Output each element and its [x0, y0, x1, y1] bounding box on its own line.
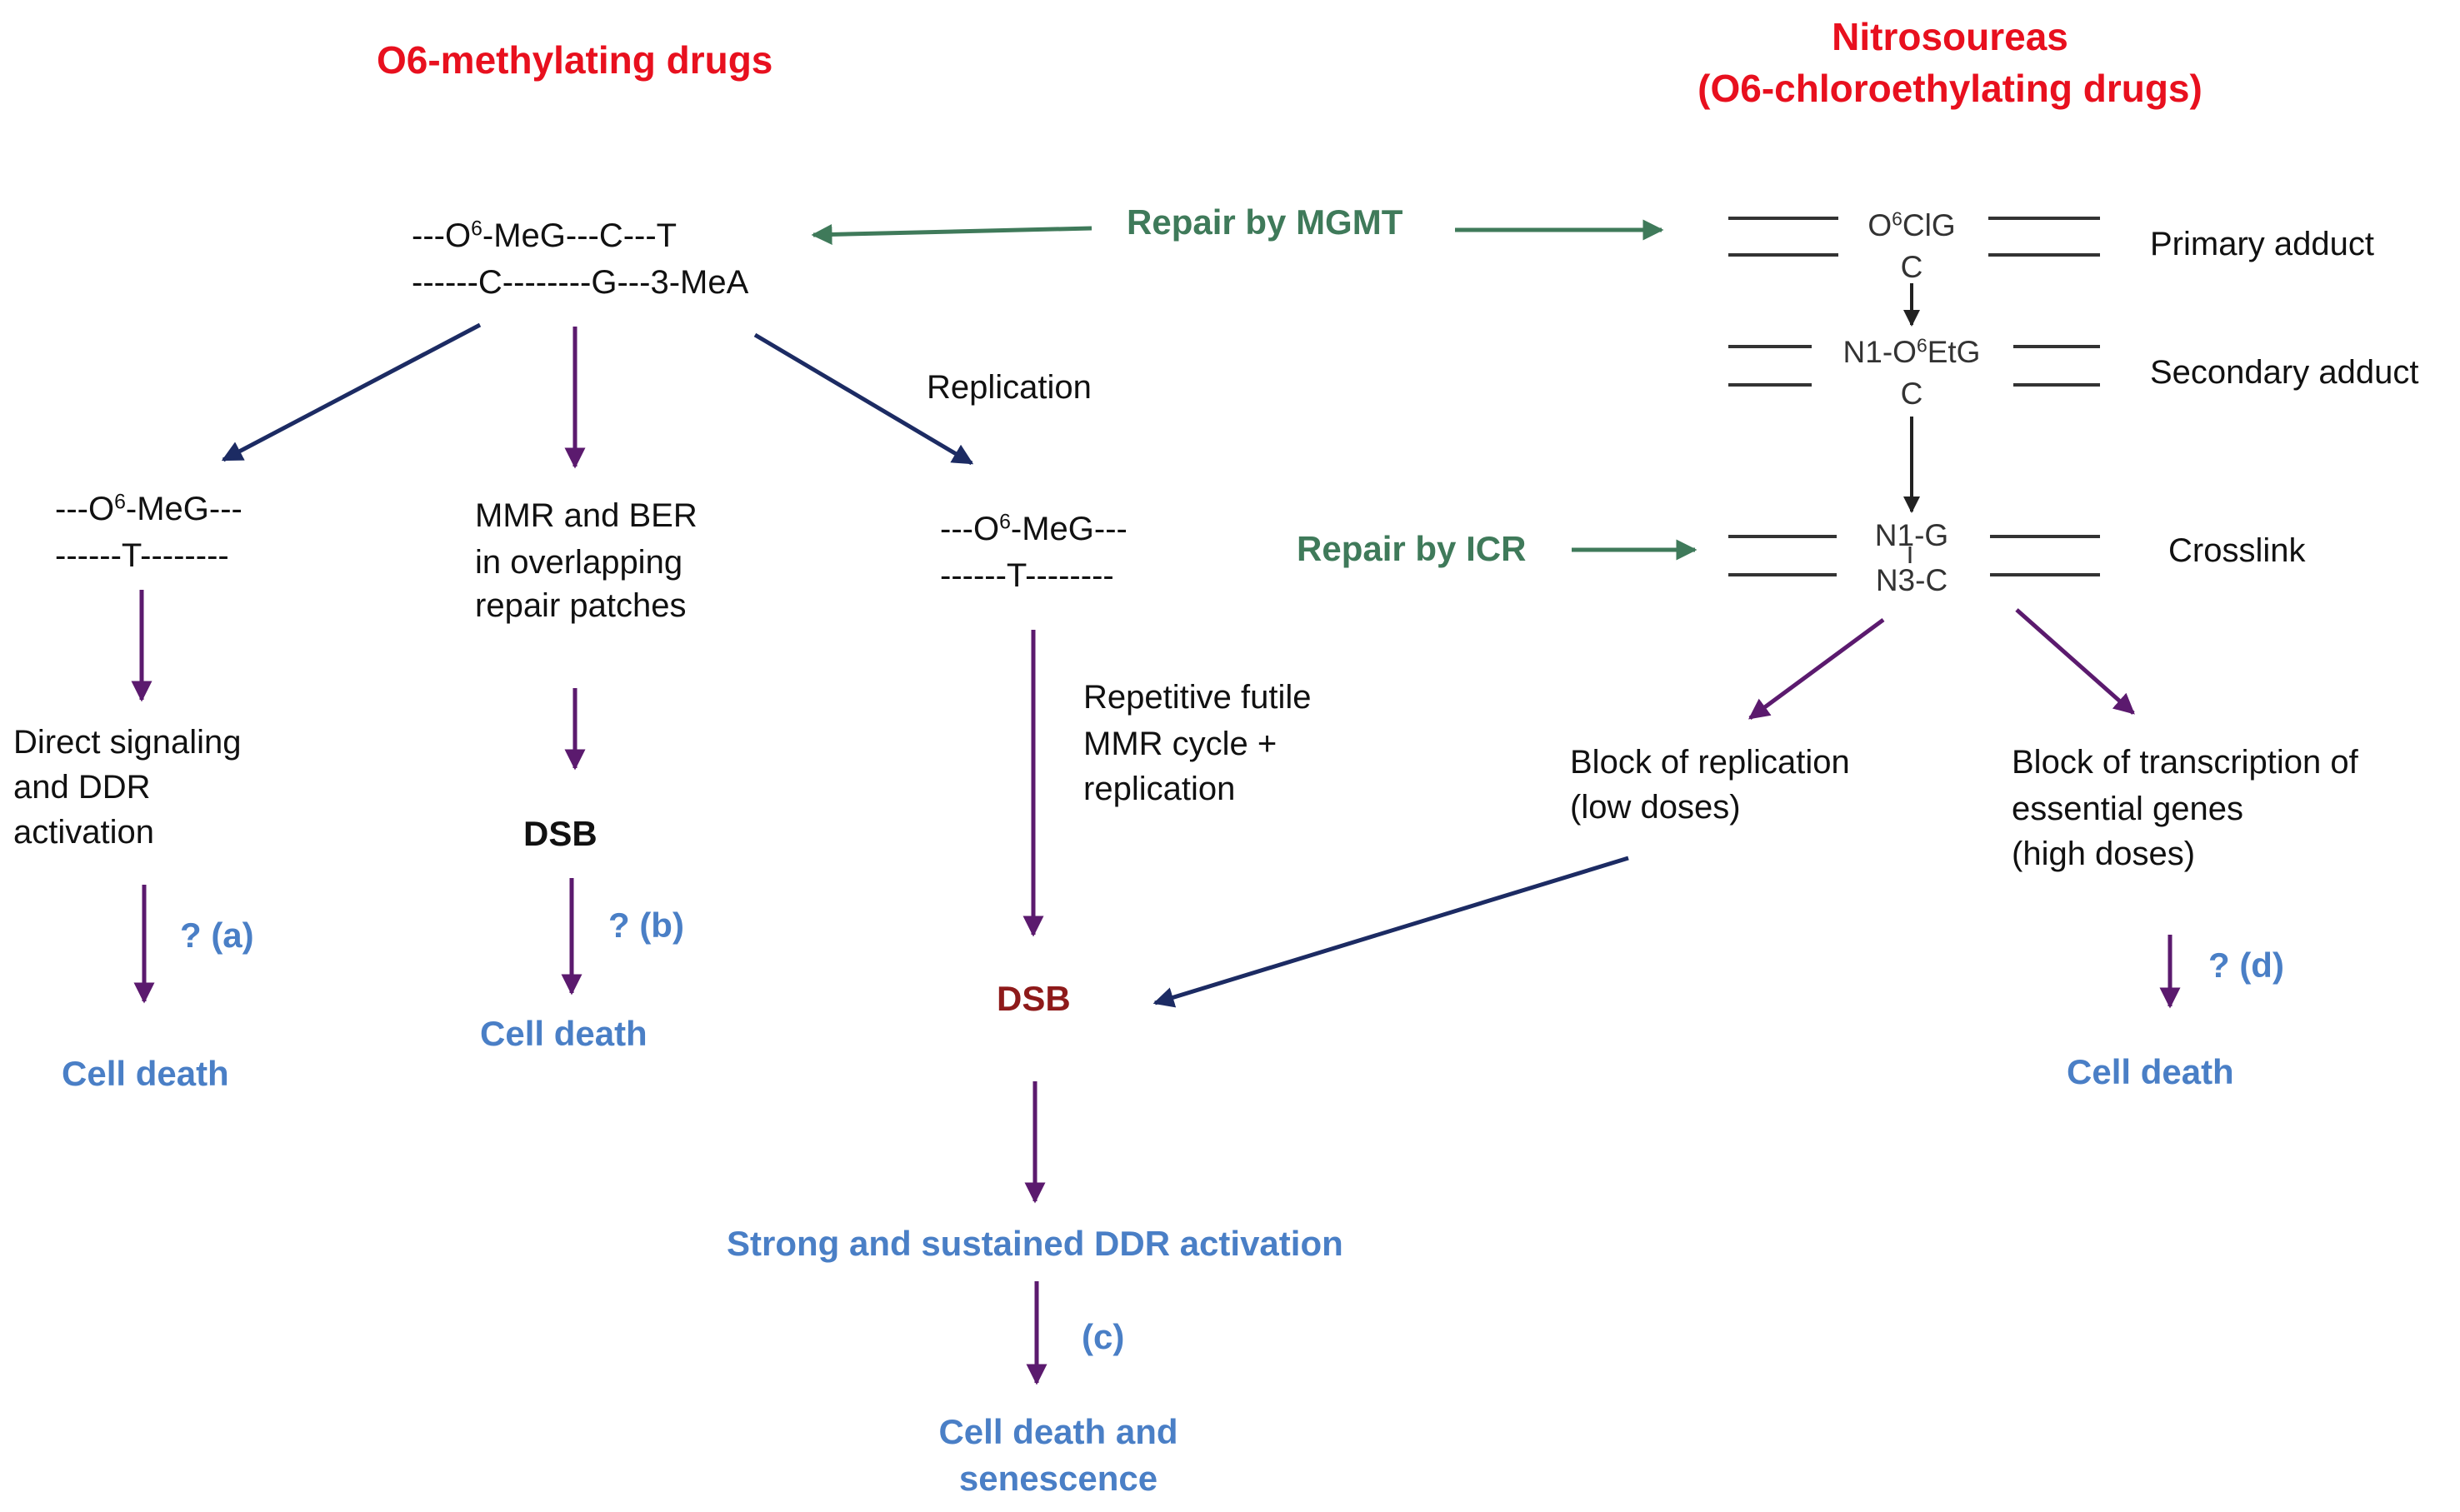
branch-c-dsb: DSB [997, 979, 1071, 1018]
branch-a-dna-bottom: ------T-------- [55, 537, 229, 574]
cell-death-senescence-1: Cell death and [938, 1412, 1178, 1451]
arrow-replication-block-to-dsb [1152, 856, 1629, 1008]
arrow-to-block-replication [1748, 617, 1885, 721]
arrow-to-branch-a [221, 322, 482, 462]
secondary-adduct-top: N1-O6EtG [1842, 334, 1981, 369]
crosslink-top: N1-G [1874, 518, 1949, 552]
branch-a-cell-death: Cell death [62, 1054, 229, 1093]
dna-strand-lines [1728, 217, 2100, 576]
branch-d-cell-death: Cell death [2067, 1052, 2234, 1091]
block-replication-2: (low doses) [1570, 789, 1741, 826]
arrow-to-block-transcription [2015, 608, 2135, 715]
dna-top-strand: ---O6-MeG---C---T [412, 217, 678, 254]
repair-by-mgmt: Repair by MGMT [1127, 202, 1403, 242]
dna-bottom-strand: ------C--------G---3-MeA [412, 264, 749, 301]
primary-adduct-label: Primary adduct [2150, 226, 2374, 262]
branch-c-dna-bottom: ------T-------- [940, 557, 1114, 594]
branch-b-cell-death: Cell death [480, 1014, 648, 1053]
arrow-to-branch-c [753, 332, 974, 466]
branch-c-label: (c) [1082, 1317, 1125, 1356]
block-transcription-1: Block of transcription of [2012, 744, 2358, 781]
secondary-adduct-bottom: C [1900, 377, 1923, 411]
crosslink-bottom: N3-C [1875, 563, 1948, 597]
crosslink-label: Crosslink [2168, 532, 2306, 569]
left-title: O6-methylating drugs [377, 38, 773, 82]
branch-a-text-3: activation [13, 814, 154, 851]
secondary-adduct-label: Secondary adduct [2150, 354, 2419, 391]
block-transcription-2: essential genes [2012, 791, 2243, 827]
block-replication-1: Block of replication [1570, 744, 1850, 781]
branch-c-text-3: replication [1083, 771, 1236, 807]
branch-b-text-1: MMR and BER [475, 497, 698, 534]
primary-adduct-bottom: C [1900, 250, 1923, 284]
right-title-line-1: Nitrosoureas [1832, 15, 2068, 58]
cell-death-senescence-2: senescence [958, 1459, 1158, 1498]
ddr-activation: Strong and sustained DDR activation [727, 1224, 1343, 1263]
branch-c-text-1: Repetitive futile [1083, 679, 1312, 716]
block-transcription-3: (high doses) [2012, 836, 2196, 872]
repair-by-icr: Repair by ICR [1297, 529, 1527, 568]
branch-b-dsb: DSB [523, 814, 598, 853]
branch-c-dna-top: ---O6-MeG--- [940, 511, 1128, 547]
branch-b-text-3: repair patches [475, 587, 687, 624]
branch-a-text-1: Direct signaling [13, 724, 242, 761]
branch-c-text-2: MMR cycle + [1083, 726, 1278, 762]
branch-a-question: ? (a) [180, 916, 254, 955]
right-title-line-2: (O6-chloroethylating drugs) [1698, 67, 2202, 110]
branch-a-text-2: and DDR [13, 769, 151, 806]
branch-a-dna-top: ---O6-MeG--- [55, 491, 242, 527]
branch-b-text-2: in overlapping [475, 544, 683, 581]
branch-d-question: ? (d) [2208, 946, 2284, 985]
primary-adduct-top: O6ClG [1868, 207, 1956, 242]
replication-label: Replication [927, 369, 1092, 406]
branch-b-question: ? (b) [608, 906, 684, 945]
arrow-mgmt-left [811, 223, 1092, 245]
